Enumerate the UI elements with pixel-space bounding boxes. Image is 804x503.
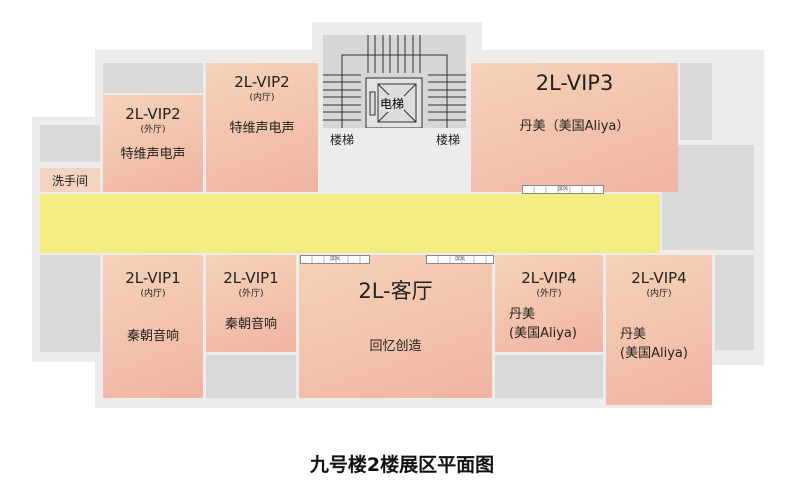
page-title: 九号楼2楼展区平面图 [309, 454, 495, 476]
room-sub: (外厅) [238, 289, 264, 299]
room-sub: (外厅) [140, 125, 166, 135]
screen-label: 屏风 [557, 186, 568, 192]
room-name: 2L-客厅 [358, 279, 433, 303]
room-desc: 丹美（美国Aliya） [519, 119, 630, 134]
room-desc: 特维声电声 [120, 147, 186, 162]
screen-label: 屏风 [454, 256, 465, 262]
room-desc: 特维声电声 [229, 121, 295, 136]
gray-block [715, 255, 754, 350]
gray-block [495, 355, 603, 398]
room-vip3[interactable]: 2L-VIP3 丹美（美国Aliya） [471, 63, 678, 192]
gray-block [206, 355, 296, 398]
staircase [323, 35, 466, 130]
room-desc: 丹美 [509, 307, 536, 322]
screen-label: 屏风 [329, 256, 340, 262]
restroom-label: 洗手间 [51, 174, 88, 188]
room-vip1-inner[interactable]: 2L-VIP1 (内厅) 秦朝音响 [103, 255, 203, 398]
room-vip4-inner[interactable]: 2L-VIP4 (内厅) 丹美 (美国Aliya) [606, 255, 712, 405]
room-name: 2L-VIP2 [234, 73, 290, 91]
room-vip2-outer[interactable]: 2L-VIP2 (外厅) 特维声电声 [103, 95, 203, 192]
stair-lines-icon [323, 35, 466, 130]
room-sub: (内厅) [646, 289, 672, 299]
gray-block [103, 63, 203, 93]
room-desc: (美国Aliya) [509, 326, 577, 341]
corridor [40, 194, 660, 253]
room-desc: (美国Aliya) [620, 346, 688, 361]
screen-partition: 屏风 [426, 255, 494, 264]
stair-left-label: 楼梯 [330, 133, 355, 147]
gray-block [40, 125, 100, 162]
screen-partition: 屏风 [522, 185, 604, 194]
room-vip1-outer[interactable]: 2L-VIP1 (外厅) 秦朝音响 [206, 255, 296, 352]
room-name: 2L-VIP4 [631, 269, 687, 287]
room-living[interactable]: 2L-客厅 回忆创造 [299, 255, 492, 398]
room-vip2-inner[interactable]: 2L-VIP2 (内厅) 特维声电声 [206, 63, 318, 192]
room-name: 2L-VIP1 [223, 269, 279, 287]
screen-partition: 屏风 [300, 255, 370, 264]
room-vip4-outer[interactable]: 2L-VIP4 (外厅) 丹美 (美国Aliya) [495, 255, 603, 352]
room-sub: (内厅) [249, 93, 275, 103]
room-desc: 秦朝音响 [224, 317, 277, 332]
restroom: 洗手间 [40, 168, 100, 192]
room-name: 2L-VIP4 [521, 269, 577, 287]
room-name: 2L-VIP2 [125, 105, 181, 123]
gray-block [680, 63, 712, 140]
elevator-label: 电梯 [380, 95, 405, 112]
room-desc: 秦朝音响 [126, 329, 179, 344]
room-name: 2L-VIP1 [125, 269, 181, 287]
stair-right-label: 楼梯 [436, 133, 461, 147]
room-name: 2L-VIP3 [535, 71, 614, 95]
room-sub: (外厅) [536, 289, 562, 299]
room-sub: (内厅) [140, 289, 166, 299]
gray-block [40, 255, 100, 352]
room-desc: 丹美 [620, 327, 647, 342]
room-desc: 回忆创造 [369, 339, 422, 354]
